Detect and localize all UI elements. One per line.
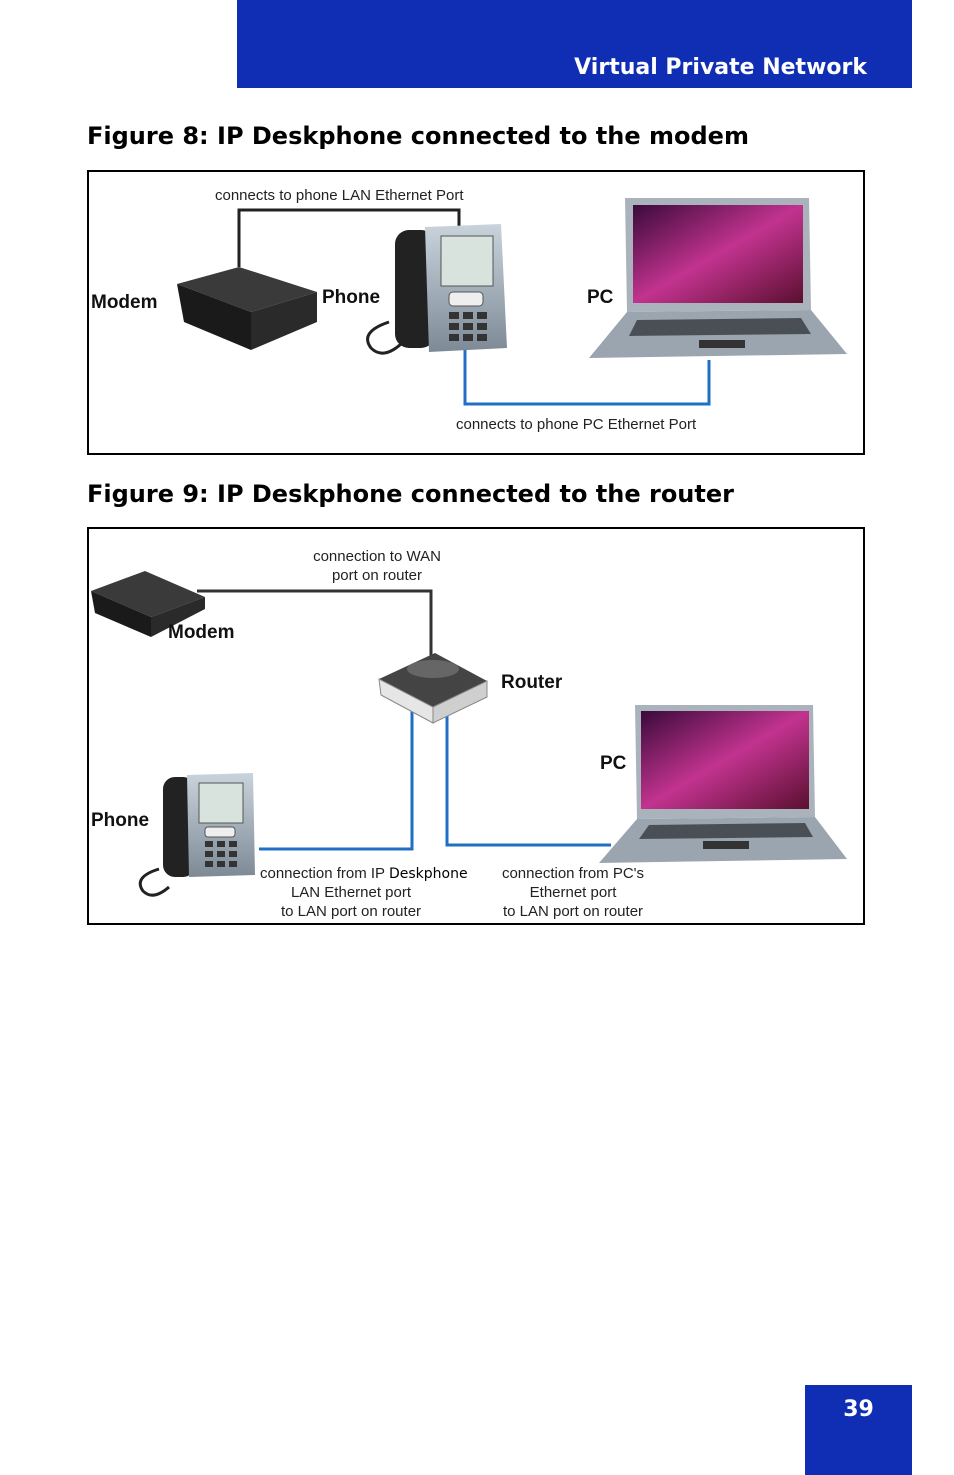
wan-label-line2: port on router — [332, 567, 422, 584]
pc-label: PC — [587, 287, 614, 308]
header-bar: Virtual Private Network — [237, 0, 912, 88]
pc-lan-cable — [445, 709, 611, 847]
figure-8-diagram: connects to phone LAN Ethernet Port Mode… — [87, 170, 865, 455]
laptop-icon — [589, 198, 847, 358]
phone-icon — [138, 773, 255, 897]
figure-9-diagram: connection to WAN port on router Modem R… — [87, 527, 865, 925]
modem-label: Modem — [91, 292, 158, 313]
pc-cable — [463, 350, 711, 406]
modem-icon — [91, 571, 205, 637]
wan-cable — [197, 589, 433, 657]
phone-conn-line3: to LAN port on router — [281, 903, 421, 920]
phone-conn-line1-b: Deskphone — [389, 866, 468, 882]
modem-icon — [177, 267, 317, 350]
figure-8-caption: Figure 8: IP Deskphone connected to the … — [87, 122, 749, 150]
router-icon — [378, 653, 488, 724]
laptop-icon — [599, 705, 847, 863]
wan-label-line1: connection to WAN — [313, 548, 441, 565]
page-number: 39 — [843, 1397, 874, 1422]
phone-conn-line1: connection from IP Deskphone — [260, 865, 468, 882]
pc-conn-line1: connection from PC's — [502, 865, 644, 882]
section-title: Virtual Private Network — [574, 55, 867, 80]
router-label: Router — [501, 672, 563, 693]
phone-icon — [366, 224, 507, 355]
bottom-connection-label: connects to phone PC Ethernet Port — [456, 416, 697, 433]
pc-conn-line3: to LAN port on router — [503, 903, 643, 920]
phone-conn-line2: LAN Ethernet port — [291, 884, 412, 901]
figure-9-caption: Figure 9: IP Deskphone connected to the … — [87, 480, 734, 508]
phone-label: Phone — [322, 287, 380, 308]
phone-conn-line1-a: connection from IP — [260, 865, 389, 882]
phone-label: Phone — [91, 810, 149, 831]
page-number-box: 39 — [805, 1385, 912, 1475]
phone-lan-cable — [259, 709, 414, 851]
top-connection-label: connects to phone LAN Ethernet Port — [215, 187, 464, 204]
pc-label: PC — [600, 753, 627, 774]
lan-cable — [237, 208, 461, 267]
pc-conn-line2: Ethernet port — [530, 884, 618, 901]
modem-label: Modem — [168, 622, 235, 643]
